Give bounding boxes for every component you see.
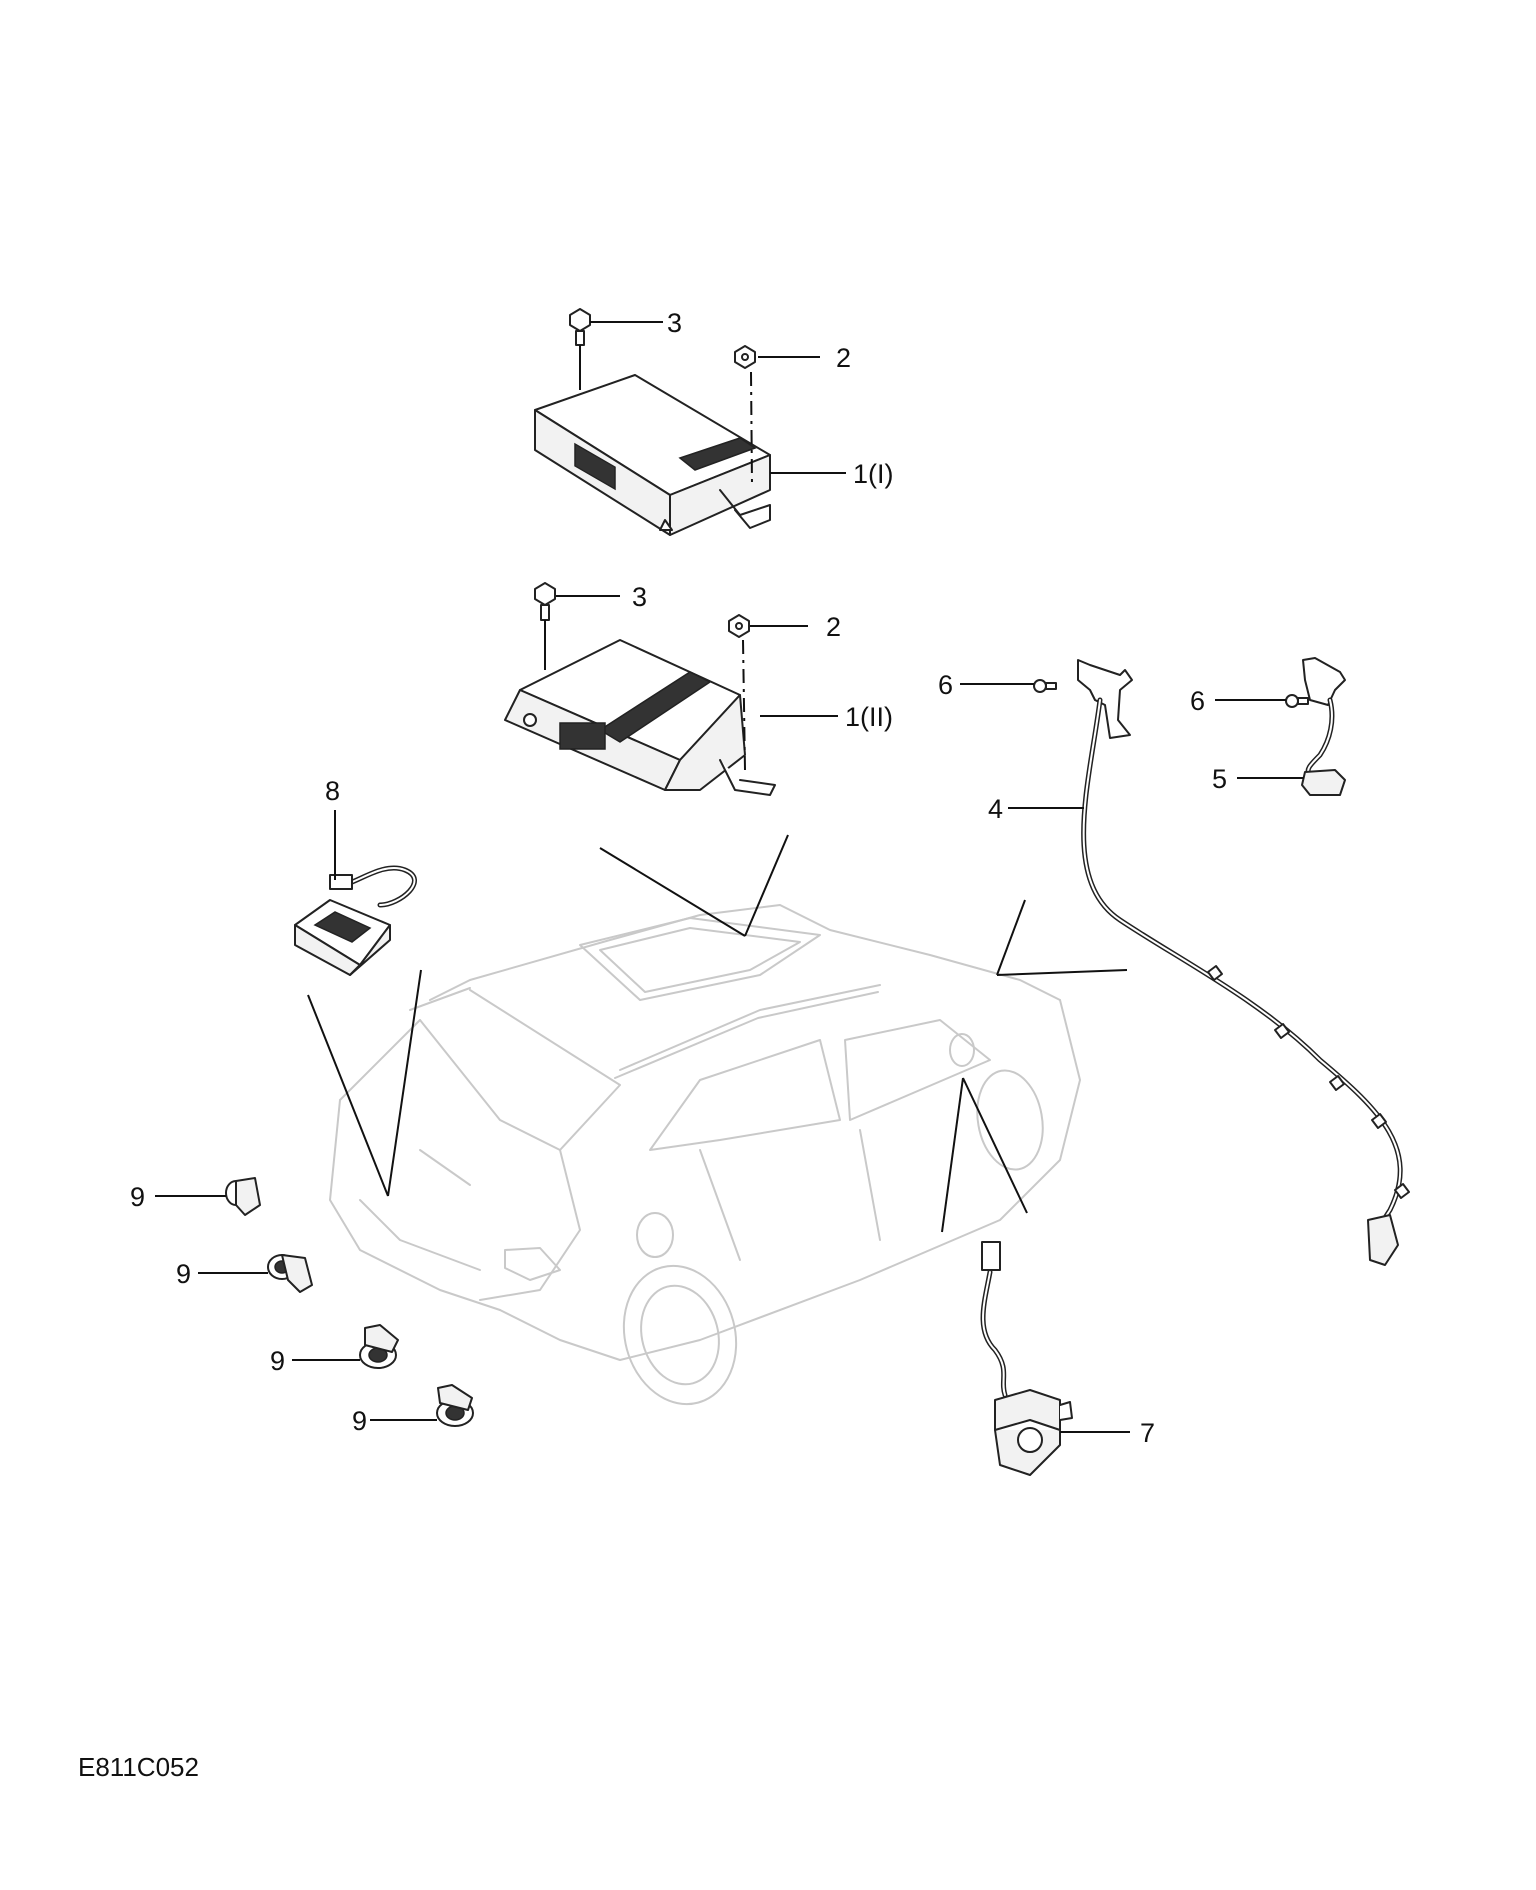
- screw-6-right: [1285, 694, 1309, 708]
- callout-5: 5: [1212, 764, 1227, 794]
- bolt-3-top: [569, 308, 591, 346]
- screw-6-left: [1033, 679, 1057, 693]
- callout-9-b: 9: [176, 1259, 191, 1289]
- callout-7: 7: [1140, 1418, 1155, 1448]
- callout-6-right: 6: [1190, 686, 1205, 716]
- sensor-9-c: [359, 1324, 399, 1369]
- callout-4: 4: [988, 794, 1003, 824]
- callout-1-i: 1(I): [853, 459, 894, 489]
- camera-8: [294, 865, 417, 976]
- callout-6-left: 6: [938, 670, 953, 700]
- vehicle-outline: [329, 904, 1081, 1406]
- camera-7: [980, 1241, 1073, 1476]
- callout-8: 8: [325, 776, 340, 806]
- nut-2-top: [734, 345, 756, 369]
- nut-2-mid: [728, 614, 750, 638]
- leader-lines: [155, 321, 1304, 1433]
- callout-1-ii: 1(II): [845, 702, 893, 732]
- sensor-9-a: [225, 1177, 261, 1216]
- callout-3-mid: 3: [632, 582, 647, 612]
- figure-code: E811C052: [78, 1752, 199, 1782]
- callout-2-mid: 2: [826, 612, 841, 642]
- wire-harness-4: [1077, 659, 1410, 1266]
- callout-9-a: 9: [130, 1182, 145, 1212]
- control-module-i: [534, 374, 771, 536]
- sensor-9-b: [267, 1254, 313, 1293]
- sensor-9-d: [436, 1384, 474, 1427]
- connector-5: [1301, 657, 1346, 796]
- callout-3-top: 3: [667, 308, 682, 338]
- control-module-ii: [504, 639, 776, 796]
- callout-2-top: 2: [836, 343, 851, 373]
- bolt-3-mid: [534, 582, 556, 621]
- callout-9-c: 9: [270, 1346, 285, 1376]
- callout-9-d: 9: [352, 1406, 367, 1436]
